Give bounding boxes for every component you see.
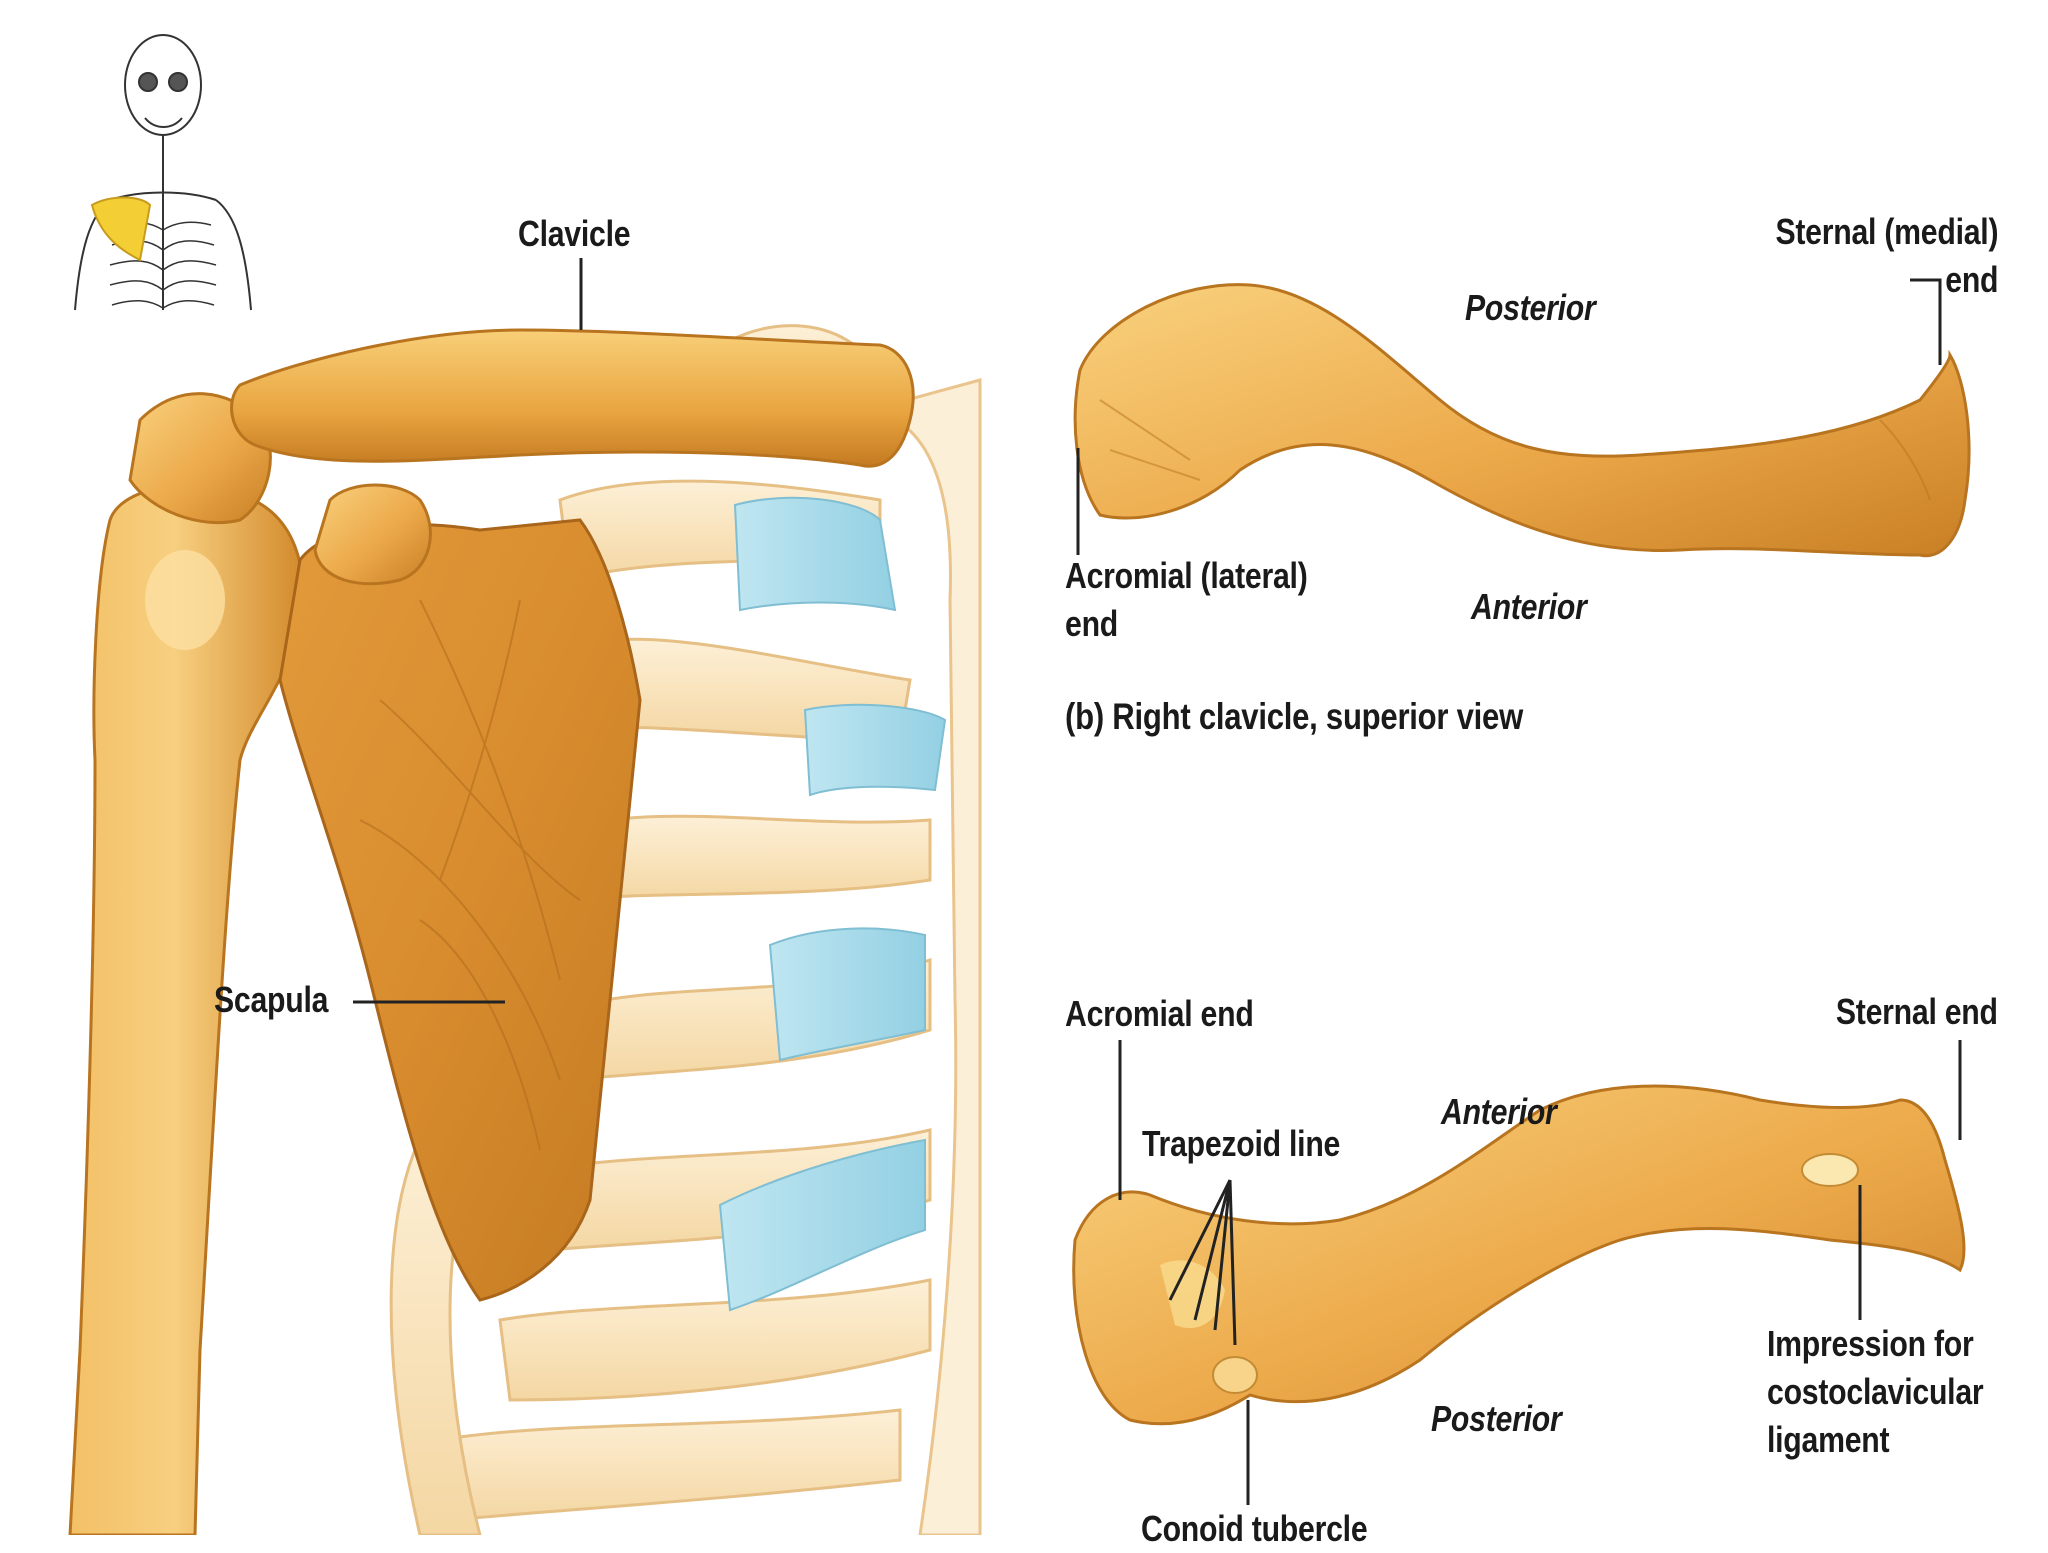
label-sternal-medial-end: Sternal (medial) end: [1775, 211, 1998, 300]
label-impression-costoclavicular: Impression for costoclavicular ligament: [1767, 1323, 1984, 1460]
humeral-head-highlight: [145, 550, 225, 650]
thumbnail-highlight: [90, 196, 152, 262]
label-anterior-top: Anterior: [1471, 586, 1587, 627]
scapula-bone: [278, 518, 642, 1302]
label-scapula: Scapula: [214, 979, 329, 1020]
label-acromial-end: Acromial end: [1065, 993, 1254, 1034]
trapezoid-area: [1160, 1260, 1225, 1329]
skeleton-locator-icon: [74, 34, 252, 311]
conoid-tubercle-bump: [1212, 1356, 1258, 1394]
scapula-texture: [359, 599, 581, 1151]
label-clavicle: Clavicle: [518, 213, 631, 254]
clavicle-inferior-view: [1072, 1084, 1966, 1426]
label-anterior-bottom: Anterior: [1441, 1091, 1557, 1132]
costoclavicular-impression: [1801, 1153, 1859, 1187]
label-sternal-end: Sternal end: [1836, 991, 1998, 1032]
humerus: [68, 484, 304, 1535]
clavicle-superior-texture: [1099, 399, 1931, 501]
label-posterior-bottom: Posterior: [1431, 1398, 1562, 1439]
label-conoid-tubercle: Conoid tubercle: [1141, 1508, 1368, 1549]
clavicle-bone: [230, 328, 915, 468]
label-trapezoid-line: Trapezoid line: [1142, 1123, 1341, 1164]
shoulder-girdle-illustration: [68, 324, 982, 1535]
ribs: [389, 324, 932, 1535]
label-acromial-lateral-end: Acromial (lateral) end: [1065, 555, 1308, 644]
coracoid-process: [313, 483, 432, 586]
leader-lines: [353, 258, 1962, 1505]
sternum-outline: [869, 378, 982, 1535]
clavicle-superior-view: [1073, 283, 1971, 558]
costal-cartilages: [718, 496, 947, 1312]
caption-right-clavicle-superior: (b) Right clavicle, superior view: [1065, 696, 1524, 737]
label-posterior-top: Posterior: [1465, 287, 1596, 328]
